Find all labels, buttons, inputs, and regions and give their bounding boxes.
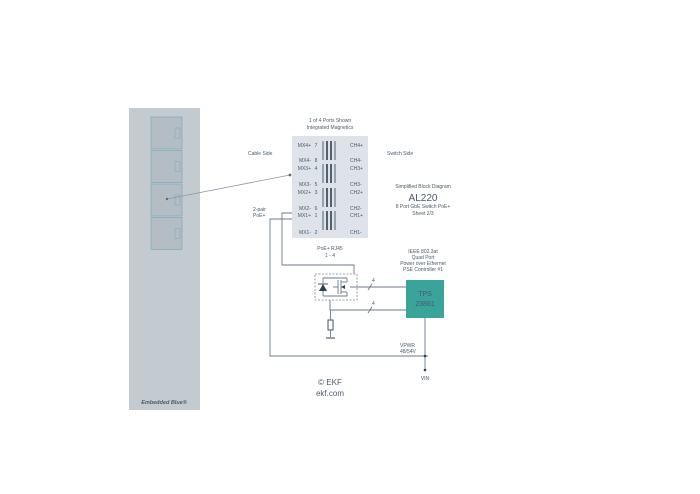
- magnetics-caption-2: Integrated Magnetics: [307, 125, 354, 131]
- mosfet-icon: [333, 278, 348, 296]
- chip-label-2: 23861: [415, 301, 435, 308]
- left-pin-number: 8: [315, 158, 318, 164]
- left-pin-number: 7: [315, 143, 318, 149]
- left-pin-name: MX3-: [299, 182, 311, 188]
- left-pin-number: 3: [315, 190, 318, 196]
- pair-label-2: PoE+: [253, 213, 265, 219]
- left-pin-number: 2: [315, 230, 318, 236]
- diode-icon: [319, 284, 327, 291]
- controller-desc-4: PSE Controller #1: [403, 267, 443, 273]
- chip-label-1: TPS: [418, 291, 432, 298]
- left-pin-name: MX1-: [299, 230, 311, 236]
- rj45-port: [150, 217, 183, 250]
- panel-brand-label: Embedded Blue®: [141, 399, 188, 406]
- gate-bus-slash: [367, 283, 373, 291]
- poe-label-2: 1 - 4: [325, 253, 335, 259]
- title-line-3: 8 Port GbE Switch PoE+: [396, 204, 451, 210]
- left-pin-number: 4: [315, 166, 318, 172]
- title-line-2: AL220: [409, 193, 438, 204]
- sense-bus-slash: [367, 306, 373, 314]
- magnetics-link-dot: [288, 173, 292, 177]
- cable-side-label: Cable Side: [248, 151, 273, 157]
- right-pin-name: CH1+: [350, 213, 363, 219]
- fet-switch-box: [314, 273, 358, 301]
- left-pin-name: MX2-: [299, 206, 311, 212]
- vpwr-junction: [423, 354, 427, 358]
- controller-desc-2: Quad Port: [412, 255, 435, 261]
- left-pin-number: 6: [315, 206, 318, 212]
- left-pin-name: MX1+: [298, 213, 311, 219]
- left-pin-number: 5: [315, 182, 318, 188]
- right-pin-name: CH4-: [350, 158, 362, 164]
- right-pin-name: CH3+: [350, 166, 363, 172]
- title-line-1: Simplified Block Diagram: [395, 184, 451, 190]
- rj45-port-stack: [150, 116, 183, 250]
- rj45-latch: [174, 228, 181, 239]
- wire-pair-lower: [269, 218, 428, 357]
- rj45-port: [150, 150, 183, 183]
- left-pin-number: 1: [315, 213, 318, 219]
- right-pin-name: CH3-: [350, 182, 362, 188]
- controller-desc-3: Power over Ethernet: [400, 261, 446, 267]
- magnetics-caption-1: 1 of 4 Ports Shown: [309, 118, 351, 124]
- port-link-line: [166, 174, 291, 200]
- left-pin-name: MX3+: [298, 166, 311, 172]
- gate-bus-label: 4: [372, 278, 375, 284]
- switch-side-label: Switch Side: [387, 151, 413, 157]
- vpwr-label-2: 48/54V: [400, 349, 417, 355]
- sense-bus-label: 4: [372, 301, 375, 307]
- pair-label-1: 2-pair: [253, 207, 266, 213]
- sense-bus: [329, 300, 406, 311]
- rj45-latch: [174, 161, 181, 172]
- vin-terminal: [423, 368, 427, 372]
- rj45-latch: [174, 194, 181, 206]
- sense-resistor: [327, 319, 334, 331]
- right-pin-name: CH2-: [350, 206, 362, 212]
- magnetics-pins: MX4+ 7 CH4+ MX4- 8 CH4- MX3+ 4 CH3+ MX3- 5 CH3- MX2+…: [298, 141, 363, 236]
- left-pin-name: MX2+: [298, 190, 311, 196]
- poe-label-1: PoE+ RJ45: [317, 246, 343, 252]
- port-link-dot: [165, 197, 169, 201]
- rj45-latch: [174, 127, 181, 139]
- vin-label: VIN: [421, 376, 430, 382]
- website-text: ekf.com: [316, 389, 344, 398]
- right-pin-name: CH4+: [350, 143, 363, 149]
- copyright-text: © EKF: [318, 378, 342, 387]
- wire-pair-upper: [281, 212, 355, 274]
- controller-desc-1: IEEE 802.3at: [408, 249, 438, 255]
- vpwr-label-1: VPWR: [400, 343, 415, 349]
- left-pin-name: MX4+: [298, 143, 311, 149]
- right-pin-name: CH1-: [350, 230, 362, 236]
- tps-chip: [406, 280, 444, 318]
- left-pin-name: MX4-: [299, 158, 311, 164]
- title-line-4: Sheet 2/3: [412, 211, 434, 217]
- rj45-port: [150, 116, 183, 150]
- right-pin-name: CH2+: [350, 190, 363, 196]
- magnetics-box: [292, 136, 368, 238]
